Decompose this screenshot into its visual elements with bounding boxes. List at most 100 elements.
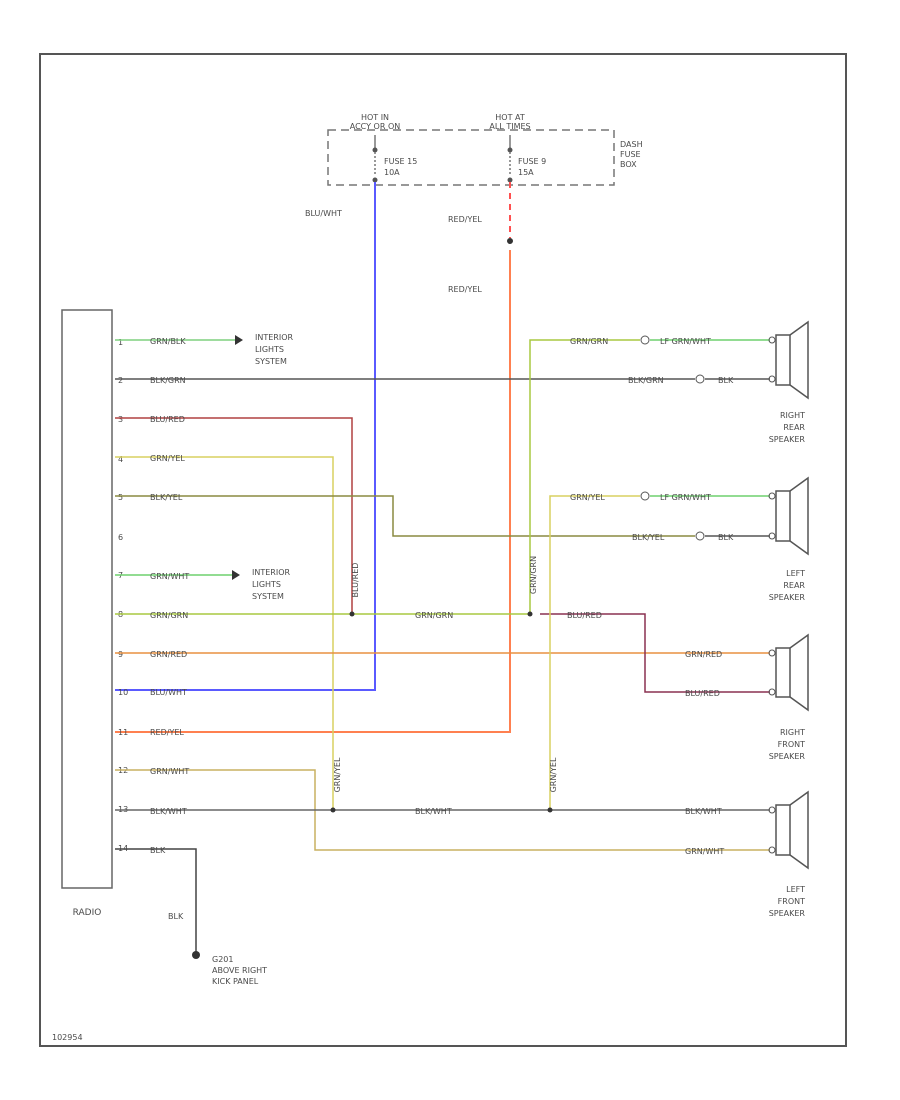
wire-label-pin10: BLU/WHT — [150, 688, 187, 697]
grn-grn-h-label: GRN/GRN — [415, 611, 453, 620]
wire-label-pin4: GRN/YEL — [150, 454, 185, 463]
rr-top-label: GRN/GRN — [570, 337, 608, 346]
pin-6: 6 — [118, 533, 123, 542]
speaker-icon — [768, 320, 809, 400]
radio-unit — [61, 309, 113, 889]
red-yel-label-1: RED/YEL — [448, 215, 482, 224]
interior-lights-2-label-2: LIGHTS — [252, 580, 281, 589]
blu-red-rf-wire — [540, 613, 770, 693]
fuse-15-label: FUSE 15 — [384, 157, 417, 166]
lr-bottom-label: BLK/YEL — [632, 533, 665, 542]
speaker-icon — [768, 633, 809, 712]
ground-label-3: KICK PANEL — [212, 977, 259, 986]
pin-5: 5 — [118, 493, 123, 502]
interior-lights-2-label-3: SYSTEM — [252, 592, 284, 601]
blu-red-h-label: BLU/RED — [567, 611, 602, 620]
ground-icon — [192, 951, 200, 959]
fuse-9-rating: 15A — [518, 168, 534, 177]
splice-grn-yel-1-label: GRN/YEL — [333, 757, 342, 792]
wire-label-pin14: BLK — [150, 846, 166, 855]
connector-icon — [695, 374, 705, 384]
speaker-icon — [768, 476, 809, 556]
rr-top-conn-label: LF GRN/WHT — [660, 337, 711, 346]
ground-label-2: ABOVE RIGHT — [212, 966, 267, 975]
rf-speaker-label-3: SPEAKER — [769, 752, 806, 761]
pin-3: 3 — [118, 415, 123, 424]
grn-yel-lr-wire — [549, 495, 640, 810]
wire-label-pin11: RED/YEL — [150, 728, 184, 737]
hot-in-label-2: ACCY OR ON — [350, 122, 400, 131]
splice-grn-yel-2 — [547, 807, 553, 813]
fuse-15-bottom-terminal — [372, 177, 378, 183]
lf-bottom-label: GRN/WHT — [685, 847, 724, 856]
interior-lights-2-label: INTERIOR — [252, 568, 291, 577]
radio-label: RADIO — [73, 908, 102, 918]
pin-9: 9 — [118, 650, 123, 659]
wire-pin4 — [115, 456, 334, 810]
dash-fuse-box — [327, 129, 615, 186]
wire-pin14 — [115, 848, 197, 952]
dash-fuse-label-3: BOX — [620, 160, 637, 169]
fuse-15-rating: 10A — [384, 168, 400, 177]
red-yel-label-2: RED/YEL — [448, 285, 482, 294]
interior-lights-1-label-3: SYSTEM — [255, 357, 287, 366]
splice-grn-yel-2-label: GRN/YEL — [549, 757, 558, 792]
pin-1: 1 — [118, 338, 123, 347]
wire-label-pin12: GRN/WHT — [150, 767, 189, 776]
fuse-9-label: FUSE 9 — [518, 157, 546, 166]
wire-label-pin9: GRN/RED — [150, 650, 187, 659]
speaker-icon — [768, 790, 809, 870]
lf-speaker-label-3: SPEAKER — [769, 909, 806, 918]
rr-bottom-label: BLK/GRN — [628, 376, 664, 385]
wire-label-pin3: BLU/RED — [150, 415, 185, 424]
arrow-icon — [232, 570, 240, 580]
connector-icon — [640, 491, 650, 501]
rr-speaker-label: RIGHT — [780, 411, 805, 420]
pin-4: 4 — [118, 455, 123, 464]
fuse-9-top-terminal — [507, 147, 513, 153]
splice-grn-grn-label: GRN/GRN — [529, 556, 538, 594]
pin-10: 10 — [118, 688, 128, 697]
interior-lights-1-label: INTERIOR — [255, 333, 294, 342]
wire-label-pin2: BLK/GRN — [150, 376, 186, 385]
figure-id: 102954 — [52, 1033, 83, 1042]
lr-bottom-conn-label: BLK — [718, 533, 734, 542]
lf-speaker-label-2: FRONT — [778, 897, 805, 906]
splice-grn-yel-1 — [330, 807, 336, 813]
red-yel-connector — [507, 238, 513, 244]
diagram-frame — [39, 53, 847, 1047]
hot-at-label-2: ALL TIMES — [489, 122, 530, 131]
wire-pin3 — [115, 417, 353, 615]
rf-top-label: GRN/RED — [685, 650, 722, 659]
grn-grn-splice-wire — [529, 339, 640, 614]
wire-label-pin7: GRN/WHT — [150, 572, 189, 581]
splice-blu-red-label: BLU/RED — [351, 563, 360, 598]
connector-icon — [695, 531, 705, 541]
splice-grn-grn — [527, 611, 533, 617]
fuse-9-bottom-terminal — [507, 177, 513, 183]
lr-speaker-label-2: REAR — [783, 581, 805, 590]
lr-top-label: GRN/YEL — [570, 493, 605, 502]
wire-label-pin1: GRN/BLK — [150, 337, 186, 346]
wire-label-pin5: BLK/YEL — [150, 493, 183, 502]
arrow-icon — [235, 335, 243, 345]
lr-top-conn-label: LF GRN/WHT — [660, 493, 711, 502]
interior-lights-1-label-2: LIGHTS — [255, 345, 284, 354]
rr-bottom-conn-label: BLK — [718, 376, 734, 385]
blu-wht-label: BLU/WHT — [305, 209, 342, 218]
ground-label: G201 — [212, 955, 233, 964]
rr-speaker-label-2: REAR — [783, 423, 805, 432]
splice-blu-red — [349, 611, 355, 617]
hot-at-label: HOT AT — [495, 113, 525, 122]
dash-fuse-label-2: FUSE — [620, 150, 641, 159]
rf-bottom-label: BLU/RED — [685, 689, 720, 698]
lr-speaker-label-3: SPEAKER — [769, 593, 806, 602]
rf-speaker-label-2: FRONT — [778, 740, 805, 749]
dash-fuse-label: DASH — [620, 140, 643, 149]
hot-in-label: HOT IN — [361, 113, 389, 122]
lr-speaker-label: LEFT — [786, 569, 805, 578]
rf-speaker-label: RIGHT — [780, 728, 805, 737]
fuse-15-top-terminal — [372, 147, 378, 153]
lf-speaker-label: LEFT — [786, 885, 805, 894]
